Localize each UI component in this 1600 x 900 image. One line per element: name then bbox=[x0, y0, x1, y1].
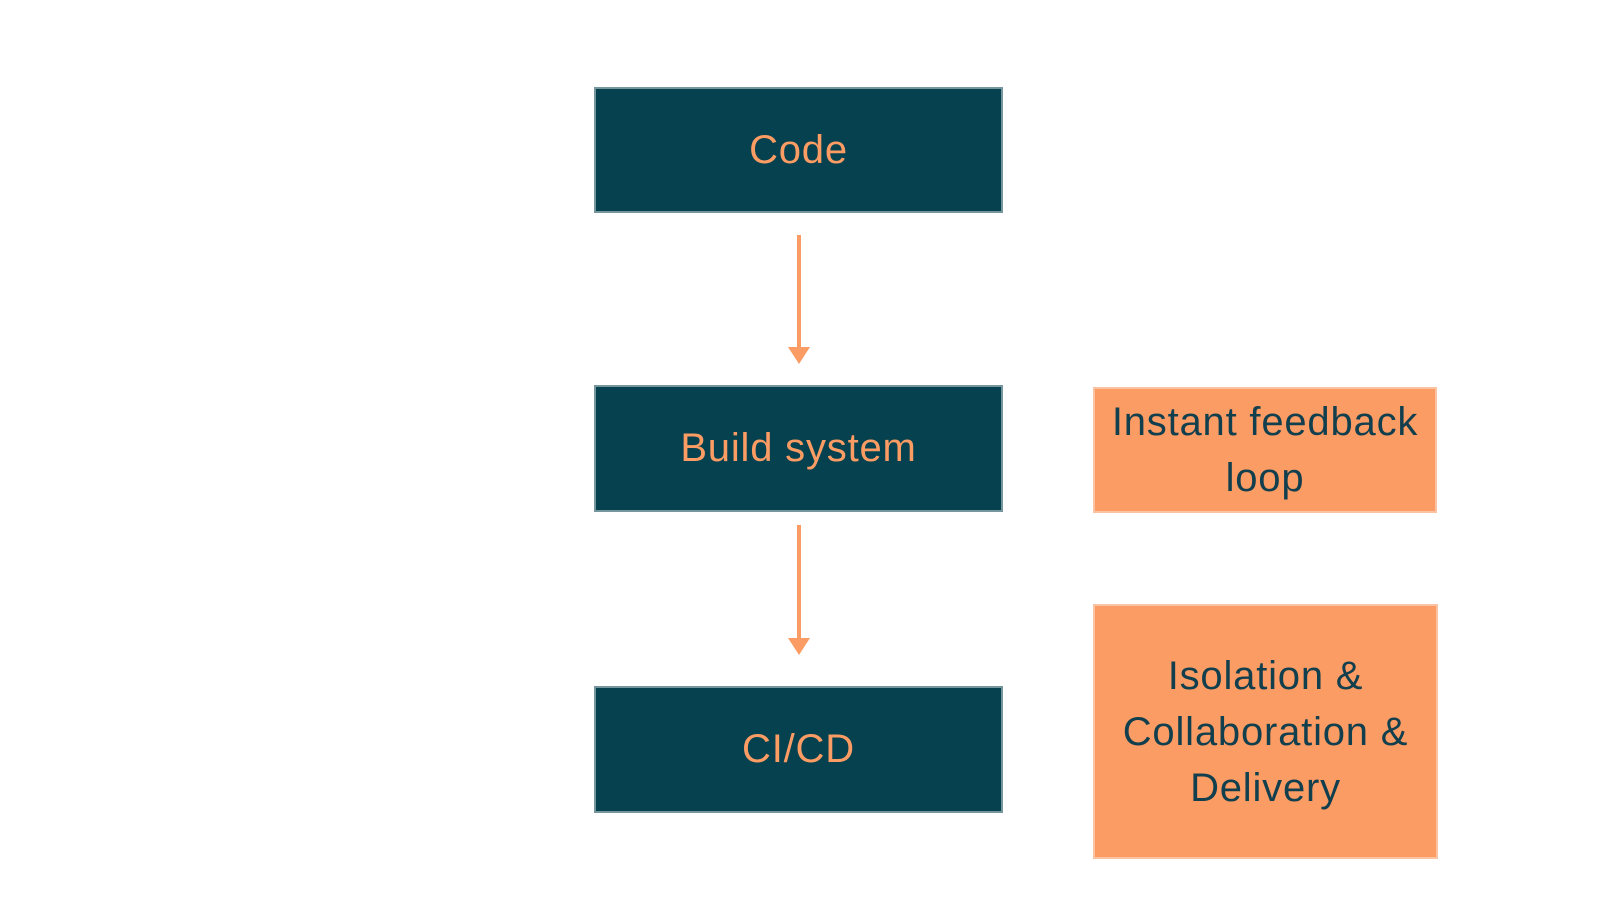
arrow-head bbox=[788, 638, 810, 655]
annotation-line: Collaboration & bbox=[1122, 709, 1409, 754]
arrow-stem bbox=[797, 525, 801, 638]
annotation-isolation-collaboration-delivery: Isolation & Collaboration & Delivery bbox=[1093, 604, 1438, 859]
annotation-line: loop bbox=[1225, 456, 1305, 500]
node-code: Code bbox=[594, 87, 1003, 213]
node-cicd: CI/CD bbox=[594, 686, 1003, 813]
node-code-label: Code bbox=[749, 127, 848, 172]
arrow-stem bbox=[797, 235, 801, 347]
node-build-system: Build system bbox=[594, 385, 1003, 512]
node-cicd-label: CI/CD bbox=[742, 727, 855, 771]
annotation-instant-feedback-loop: Instant feedback loop bbox=[1093, 387, 1437, 513]
annotation-line: Delivery bbox=[1190, 765, 1341, 810]
annotation-line: Isolation & bbox=[1167, 653, 1364, 698]
arrow-head bbox=[788, 347, 810, 364]
arrow-down-icon bbox=[788, 525, 810, 655]
annotation-line: Instant feedback bbox=[1111, 400, 1419, 444]
arrow-down-icon bbox=[788, 235, 810, 364]
node-build-system-label: Build system bbox=[680, 426, 917, 470]
